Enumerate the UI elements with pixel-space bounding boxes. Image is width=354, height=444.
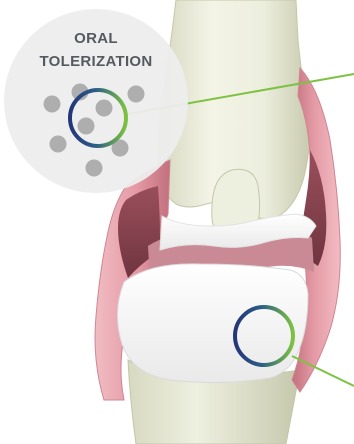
callout-title-line1: ORAL (74, 30, 118, 47)
callout-bubble: ORAL TOLERIZATION (4, 9, 188, 193)
callout-title-line2: TOLERIZATION (39, 53, 152, 70)
lower-cartilage (117, 264, 308, 383)
